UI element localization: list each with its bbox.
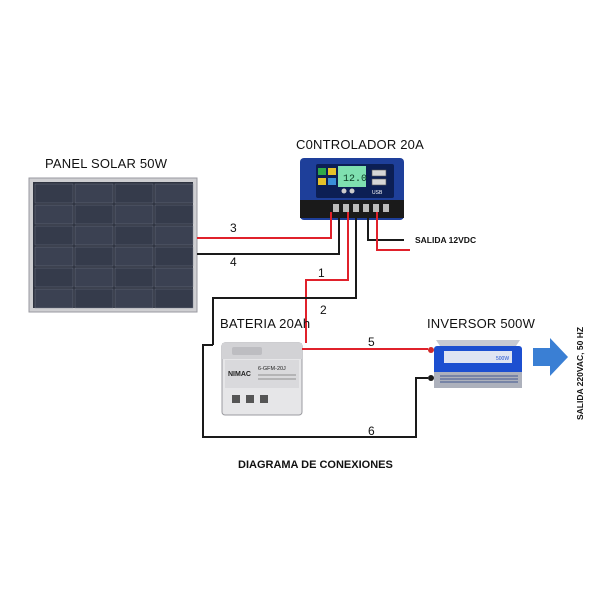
inverter: 500W [428, 340, 522, 388]
inverter-title: INVERSOR 500W [427, 316, 536, 331]
wire-2 [212, 212, 357, 345]
diagram-title: DIAGRAMA DE CONEXIONES [238, 459, 393, 471]
wire-4 [197, 212, 340, 255]
wire-dc-neg [367, 212, 404, 241]
wiring [197, 212, 428, 438]
wire-dc-pos [376, 212, 410, 251]
solar-cell [154, 204, 194, 225]
battery-model: 6-GFM-20J [258, 366, 286, 372]
solar-cell [114, 183, 154, 204]
solar-cell [74, 246, 114, 267]
solar-cell [74, 204, 114, 225]
solar-cell [34, 183, 74, 204]
usb-port [371, 169, 387, 177]
solar-cell [34, 204, 74, 225]
solar-cell [74, 183, 114, 204]
usb-port [371, 178, 387, 186]
wire-1 [305, 212, 349, 343]
panel-title: PANEL SOLAR 50W [45, 156, 168, 171]
wire-label-5: 5 [368, 335, 375, 349]
solar-panel [28, 177, 198, 313]
charge-controller: 12.0 USB [300, 158, 404, 220]
wire-label-3: 3 [230, 221, 237, 235]
solar-cell [114, 246, 154, 267]
solar-cell [154, 267, 194, 288]
wire-label-6: 6 [368, 424, 375, 438]
usb-label: USB [372, 190, 383, 196]
wire-6 [202, 344, 428, 438]
ac-output-label: SALIDA 220VAC, 50 HZ [575, 326, 585, 420]
solar-cell [34, 288, 74, 309]
wire-label-1: 1 [318, 266, 325, 280]
solar-cell [114, 267, 154, 288]
controller-display [338, 166, 366, 187]
controller-title: C0NTROLADOR 20A [296, 137, 424, 152]
wire-3 [197, 212, 332, 239]
solar-cell [154, 246, 194, 267]
wire-label-4: 4 [230, 255, 237, 269]
inverter-power: 500W [496, 356, 509, 362]
solar-cell [74, 267, 114, 288]
solar-cell [74, 288, 114, 309]
solar-cell [34, 246, 74, 267]
battery: NIMAC 6-GFM-20J [221, 342, 303, 416]
solar-cell [154, 288, 194, 309]
battery-title: BATERIA 20Ah [220, 316, 311, 331]
solar-cell [114, 225, 154, 246]
dc-output-label: SALIDA 12VDC [415, 235, 477, 245]
solar-cell [34, 225, 74, 246]
solar-cell [154, 183, 194, 204]
battery-brand: NIMAC [228, 371, 251, 378]
wire-label-2: 2 [320, 303, 327, 317]
solar-cell [154, 225, 194, 246]
solar-cell [74, 225, 114, 246]
controller-display-value: 12.0 [343, 174, 367, 185]
solar-cell [114, 288, 154, 309]
solar-cell [34, 267, 74, 288]
ac-output-arrow [533, 338, 568, 376]
solar-cell [114, 204, 154, 225]
